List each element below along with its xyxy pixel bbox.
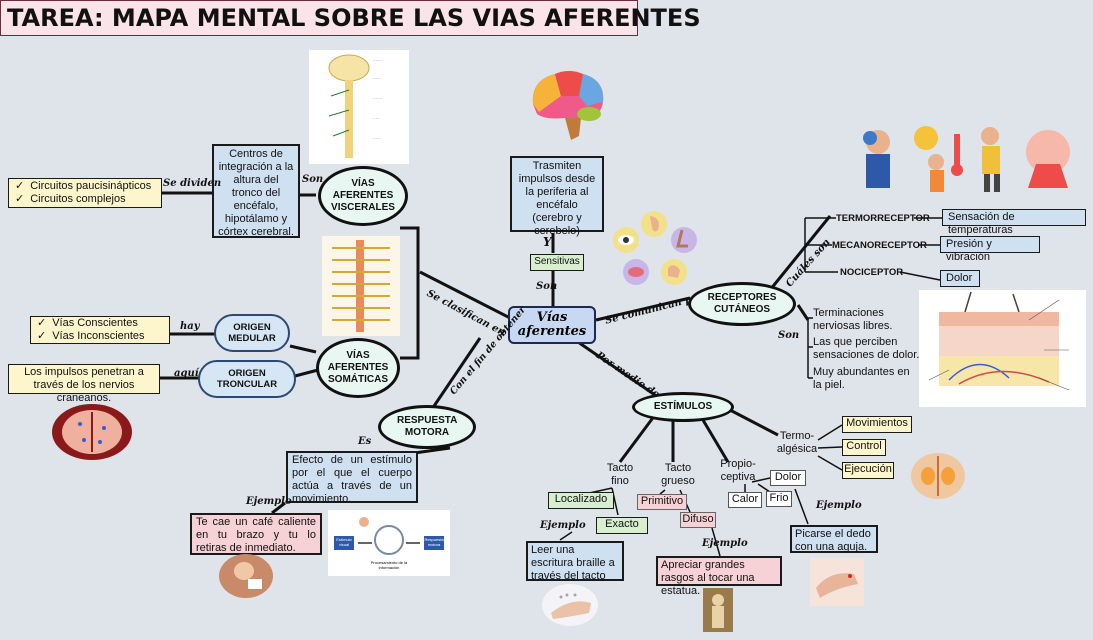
temperature-people-image xyxy=(850,124,1074,198)
estimulos-node: ESTÍMULOS xyxy=(632,392,734,422)
receptor-feature: Muy abundantes en la piel. xyxy=(813,366,910,391)
diagram-label-respuesta: Respuesta motora xyxy=(424,537,444,547)
termoalgesica-label: Termo- algésica xyxy=(776,430,818,455)
origen-troncular-node: ORIGEN TRONCULAR xyxy=(198,360,296,398)
spinal-tracts-image xyxy=(322,236,400,336)
coffee-image xyxy=(218,553,274,599)
receptor-type-noci: NOCICEPTOR xyxy=(840,267,904,278)
vias-viscerales-node: VÍAS AFERENTES VISCERALES xyxy=(318,166,408,226)
tacto-grueso-item-primitivo: Primitivo xyxy=(637,494,687,510)
braille-image xyxy=(541,583,599,627)
motor-diagram-image: Estímulo visual Respuesta motora Procesa… xyxy=(328,510,450,576)
respuesta-example: Te cae un café caliente en tu brazo y tu… xyxy=(190,513,322,555)
circuit-item: Circuitos paucisinápticos xyxy=(30,180,152,192)
propioceptiva-item-calor: Calor xyxy=(728,492,762,508)
connector-se-dividen: Se dividen xyxy=(163,178,222,189)
finger-image xyxy=(810,558,864,606)
receptor-feature: Las que perciben sensaciones de dolor. xyxy=(813,336,920,361)
propioceptiva-item-frio: Frio xyxy=(766,491,792,507)
sensitivas-definition: Trasmiten impulsos desde la periferia al… xyxy=(510,156,604,237)
connector-son-sensitivas: Son xyxy=(536,281,558,292)
medular-item: Vías Inconscientes xyxy=(52,330,145,342)
brain-image xyxy=(525,66,609,146)
respuesta-definition: Efecto de un estímulo por el que el cuer… xyxy=(286,451,418,505)
termoalgesica-item-ejecucion: Ejecución xyxy=(842,462,894,479)
tacto-grueso-label: Tacto grueso xyxy=(661,462,695,487)
circuit-item: Circuitos complejos xyxy=(30,193,126,205)
brain-scan-image xyxy=(50,402,134,462)
connector-ejemplo-propioceptiva: Ejemplo xyxy=(816,500,862,511)
diagram-label-procesamiento: Procesamiento de la información xyxy=(370,560,408,570)
svg-text:·······: ······· xyxy=(373,58,382,63)
skin-layers-image xyxy=(919,290,1086,407)
svg-text:·····: ····· xyxy=(373,116,380,121)
connector-es: Es xyxy=(358,436,372,447)
propioceptiva-label: Propio- ceptiva xyxy=(720,458,756,483)
svg-text:······: ······ xyxy=(373,76,381,81)
tacto-grueso-item-difuso: Difuso xyxy=(680,512,716,528)
medular-item: Vías Conscientes xyxy=(52,317,138,329)
termoalgesica-item-control: Control xyxy=(842,439,886,456)
troncular-text: Los impulsos penetran a través de los ne… xyxy=(8,364,160,404)
receptor-desc-termo: Sensación de temperaturas xyxy=(942,209,1086,236)
svg-text:······: ······ xyxy=(373,136,381,141)
svg-text:·······: ······· xyxy=(373,96,382,101)
termoalgesica-item-movimientos: Movimientos xyxy=(842,416,912,433)
connector-son-receptores: Son xyxy=(778,330,800,341)
connector-son-viscerales: Son xyxy=(302,174,324,185)
spinal-cord-image: ······························· xyxy=(309,50,409,164)
circuits-list: Circuitos paucisinápticos Circuitos comp… xyxy=(8,178,162,208)
receptor-type-termo: TERMORRECEPTOR xyxy=(836,213,930,224)
connector-y: Y xyxy=(543,235,552,249)
receptor-desc-noci: Dolor xyxy=(940,270,980,287)
vias-somaticas-node: VÍAS AFERENTES SOMÁTICAS xyxy=(316,338,400,398)
senses-image xyxy=(610,210,706,290)
statue-image xyxy=(703,588,733,632)
tacto-fino-item-localizado: Localizado xyxy=(548,492,614,509)
propioceptiva-item-dolor: Dolor xyxy=(770,470,806,486)
tacto-grueso-example: Apreciar grandes rasgos al tocar una est… xyxy=(656,556,782,597)
receptores-node: RECEPTORES CUTÁNEOS xyxy=(688,282,796,326)
propioceptiva-example: Picarse el dedo con una aguja. xyxy=(790,525,878,553)
page-title: TAREA: MAPA MENTAL SOBRE LAS VIAS AFEREN… xyxy=(0,0,701,36)
origen-medular-node: ORIGEN MEDULAR xyxy=(214,314,290,352)
brain-section-image xyxy=(910,452,966,500)
connector-ejemplo-tacto-fino: Ejemplo xyxy=(540,520,586,531)
viscerales-definition: Centros de integración a la altura del t… xyxy=(212,144,300,238)
sensitivas-label: Sensitivas xyxy=(530,254,584,271)
tacto-fino-label: Tacto fino xyxy=(606,462,634,487)
connector-hay: hay xyxy=(180,321,200,332)
medular-list: Vías Conscientes Vías Inconscientes xyxy=(30,316,170,344)
respuesta-motora-node: RESPUESTA MOTORA xyxy=(378,405,476,449)
tacto-fino-item-exacto: Exacto xyxy=(596,517,648,534)
central-node: Vías aferentes xyxy=(508,306,596,344)
connector-ejemplo-respuesta: Ejemplo xyxy=(246,496,292,507)
tacto-fino-example: Leer una escritura braille a través del … xyxy=(526,541,624,582)
connector-ejemplo-tacto-grueso: Ejemplo xyxy=(702,538,748,549)
receptor-desc-mecano: Presión y vibración xyxy=(940,236,1040,263)
diagram-label-estimulo: Estímulo visual xyxy=(336,537,352,547)
connector-aqui: aquí xyxy=(174,368,199,379)
receptor-type-mecano: MECANORECEPTOR xyxy=(832,240,927,251)
receptor-feature: Terminaciones nerviosas libres. xyxy=(813,307,893,332)
